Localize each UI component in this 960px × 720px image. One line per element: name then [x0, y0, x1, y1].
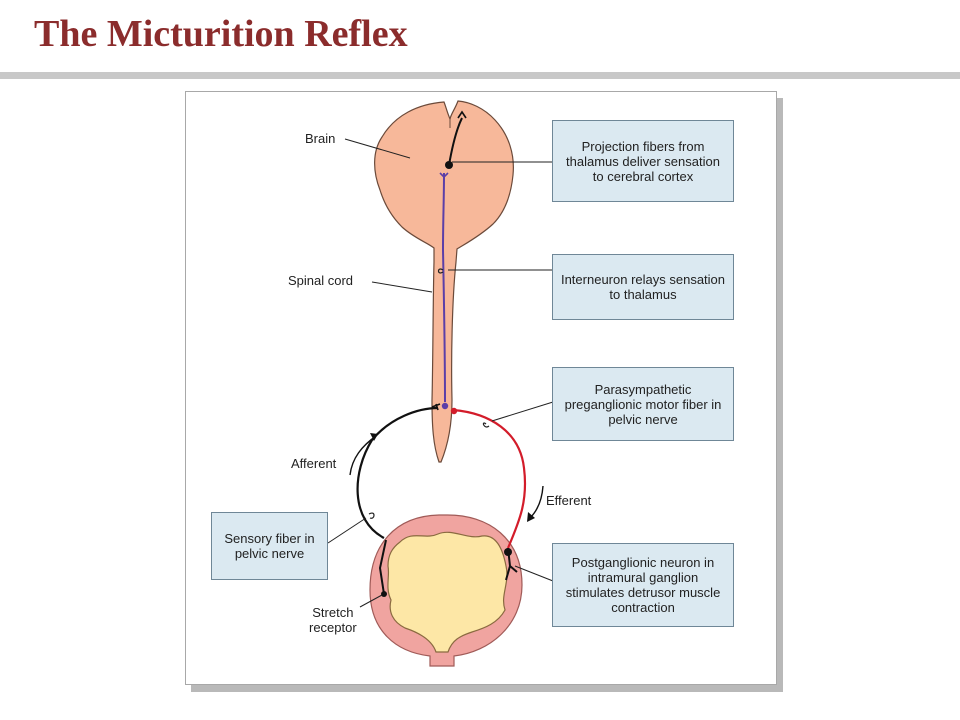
label-afferent: Afferent: [291, 456, 337, 471]
projection-synapse: [439, 172, 449, 179]
afferent-synapse: [431, 403, 441, 411]
label-spinal-cord: Spinal cord: [288, 273, 354, 288]
afferent-arrowhead: [370, 433, 378, 441]
page-title: The Micturition Reflex: [34, 13, 408, 55]
stretch-receptor-leader: [359, 594, 383, 608]
stretch-receptor-fiber: [378, 539, 387, 595]
efferent-marker: [482, 422, 490, 428]
afferent-direction-arrow: [349, 435, 377, 476]
label-stretch-receptor: Stretch receptor: [309, 605, 357, 635]
afferent-fiber: [356, 406, 439, 539]
spinal-cord-leader: [371, 281, 433, 293]
efferent-direction-arrow: [529, 485, 544, 519]
box-parasympathetic: Parasympathetic preganglionic motor fibe…: [552, 367, 734, 441]
postganglionic-soma: [504, 548, 512, 556]
postganglionic-leader: [514, 565, 554, 582]
projection-neuron-soma: [445, 161, 453, 169]
box-interneuron: Interneuron relays sensation to thalamus: [552, 254, 734, 320]
preganglionic-soma: [450, 407, 458, 415]
interneuron-marker: [437, 268, 444, 274]
efferent-fiber: [452, 408, 527, 549]
interneuron-fiber: [441, 172, 446, 403]
parasympathetic-leader: [491, 401, 554, 422]
afferent-marker: [368, 512, 375, 519]
box-sensory-fiber: Sensory fiber in pelvic nerve: [211, 512, 328, 580]
bladder-lumen: [387, 531, 508, 653]
label-efferent: Efferent: [546, 493, 592, 508]
interneuron-soma: [441, 402, 449, 410]
sensory-leader: [327, 517, 367, 544]
label-brain: Brain: [305, 131, 336, 146]
efferent-arrowhead: [527, 512, 535, 522]
brain-leader: [344, 138, 411, 159]
box-projection-fibers: Projection fibers from thalamus deliver …: [552, 120, 734, 202]
projection-terminal: [457, 110, 467, 119]
stretch-receptor-ending: [381, 591, 387, 597]
title-divider: [0, 72, 960, 79]
projection-neuron: [448, 117, 463, 166]
box-postganglionic: Postganglionic neuron in intramural gang…: [552, 543, 734, 627]
